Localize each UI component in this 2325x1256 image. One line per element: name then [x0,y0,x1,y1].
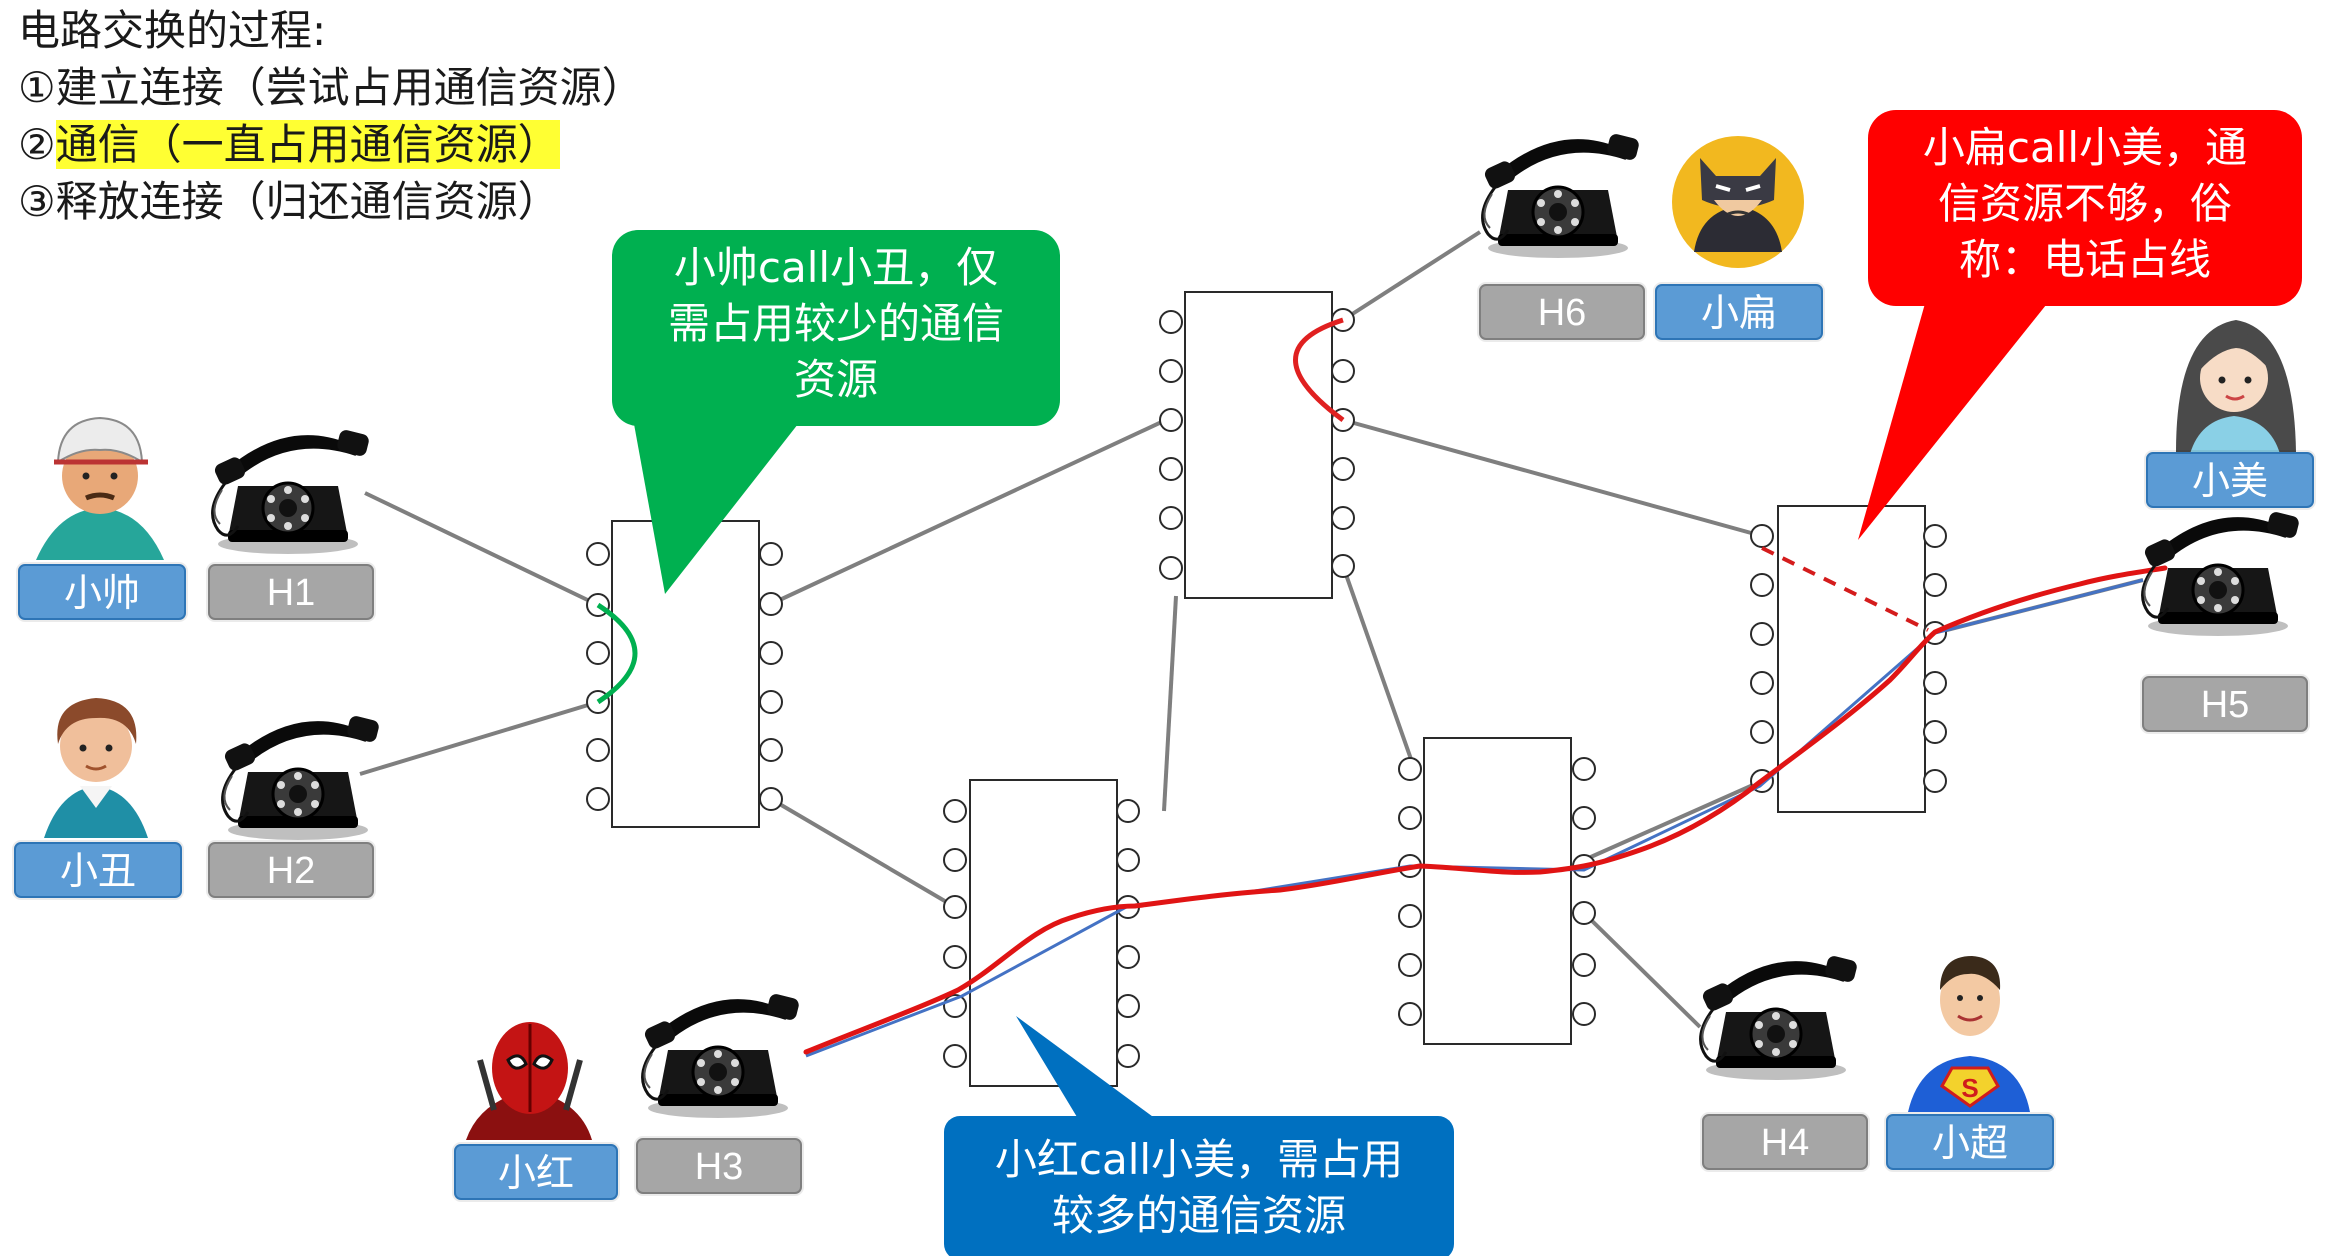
label-xiaomei: 小美 [2146,452,2314,508]
red-callout-text: 小扁call小美，通 信资源不够，俗 称：电话占线 [1868,120,2302,288]
switch-2 [943,779,1140,1087]
label-xiaohong: 小红 [454,1144,618,1200]
step-2-text: 通信（一直占用通信资源） [55,120,560,169]
step-3: ③释放连接（归还通信资源） [18,177,560,226]
label-xiaoshuai: 小帅 [18,564,186,620]
telephone-icon-h2 [221,713,382,842]
switch-1 [586,520,783,828]
label-h4: H4 [1702,1114,1868,1170]
label-xiaobian: 小扁 [1655,284,1823,340]
green-callout-line-2: 需占用较少的通信 [667,299,1004,348]
avatar-xiaochou [44,698,148,838]
green-callout-line-1: 小帅call小丑，仅 [673,243,999,292]
label-h5: H5 [2142,676,2308,732]
telephone-icon-h1 [211,427,372,556]
green-callout-text: 小帅call小丑，仅 需占用较少的通信 资源 [612,240,1060,408]
svg-text:S: S [1961,1073,1978,1103]
avatar-xiaoshuai [36,416,164,560]
process-steps: 电路交换的过程: ①建立连接（尝试占用通信资源） ②通信（一直占用通信资源） ③… [18,2,644,230]
red-circuit-path [803,565,2168,1055]
switch-3 [1159,291,1355,599]
label-h2: H2 [208,842,374,898]
red-callout-line-2: 信资源不够，俗 [1937,179,2232,228]
red-callout-line-3: 称：电话占线 [1958,235,2211,284]
red-callout-line-1: 小扁call小美，通 [1922,123,2248,172]
label-xiaochao: 小超 [1886,1114,2054,1170]
telephone-icon-h5 [2141,509,2302,638]
switch-5 [1750,505,1947,813]
green-circuit [596,602,638,705]
avatar-xiaochao: S [1908,956,2030,1112]
label-h6: H6 [1479,284,1645,340]
blue-callout [944,1016,1454,1256]
blue-callout-text: 小红call小美，需占用 较多的通信资源 [944,1132,1454,1244]
green-callout-line-3: 资源 [793,355,878,404]
label-xiaochou: 小丑 [14,842,182,898]
blue-callout-line-2: 较多的通信资源 [1051,1191,1346,1240]
switch-4 [1398,737,1596,1045]
step-1: ①建立连接（尝试占用通信资源） [18,63,644,112]
green-callout [612,230,1060,594]
red-callout [1858,110,2302,540]
telephone-icon-h6 [1481,131,1642,260]
telephone-icon-h3 [641,991,802,1120]
red-dashed-busy-line [1761,546,1929,632]
avatar-xiaomei [2176,320,2296,454]
label-h1: H1 [208,564,374,620]
avatar-xiaohong [466,1022,592,1140]
avatar-xiaobian [1672,136,1804,268]
red-circuit [1293,317,1345,423]
telephone-icon-h4 [1699,953,1860,1082]
blue-callout-line-1: 小红call小美，需占用 [994,1135,1404,1184]
heading: 电路交换的过程: [18,6,327,55]
step-2: ②通信（一直占用通信资源） [18,116,644,173]
label-h3: H3 [636,1138,802,1194]
step-2-number: ② [18,120,56,169]
